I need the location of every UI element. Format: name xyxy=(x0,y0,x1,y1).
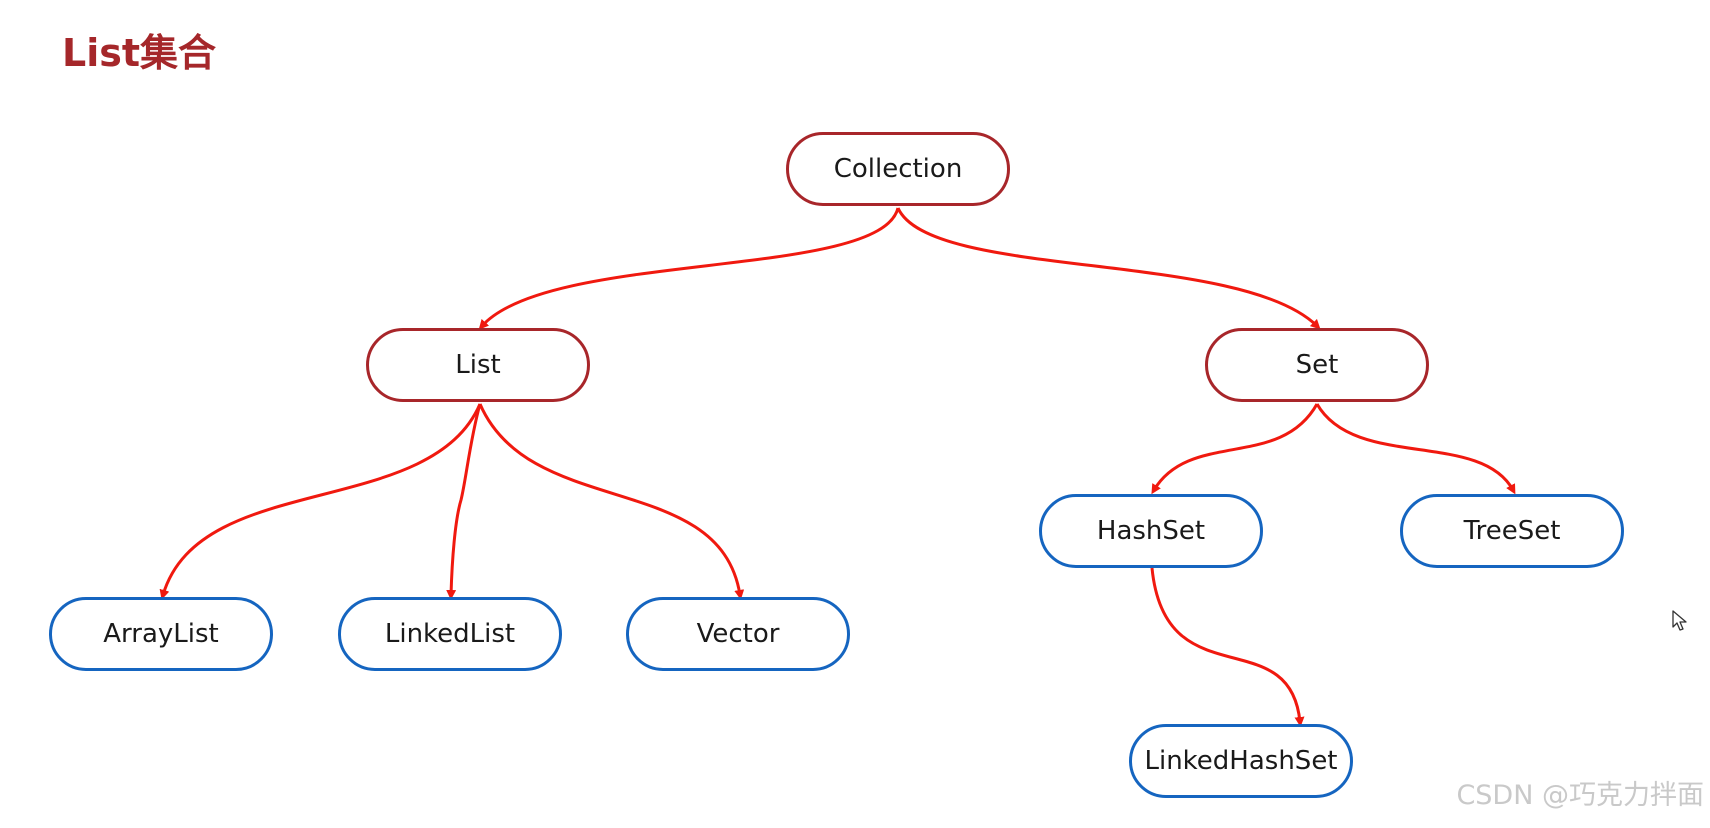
watermark: CSDN @巧克力拌面 xyxy=(1456,780,1704,811)
edge-list-linkedlist xyxy=(446,403,482,600)
node-treeset: TreeSet xyxy=(1400,494,1624,568)
node-vector: Vector xyxy=(626,597,850,671)
edge-list-vector xyxy=(478,403,745,600)
mouse-pointer-icon xyxy=(1672,610,1688,636)
node-set: Set xyxy=(1205,328,1429,402)
edge-collection-set xyxy=(896,207,1321,330)
edge-set-treeset xyxy=(1315,403,1516,495)
edge-list-arraylist xyxy=(159,403,482,600)
edge-set-hashset xyxy=(1151,403,1319,495)
node-linkedlist: LinkedList xyxy=(338,597,562,671)
node-linkedhashset: LinkedHashSet xyxy=(1129,724,1353,798)
node-arraylist: ArrayList xyxy=(49,597,273,671)
node-collection: Collection xyxy=(786,132,1010,206)
edge-collection-list xyxy=(478,207,900,330)
node-list: List xyxy=(366,328,590,402)
node-hashset: HashSet xyxy=(1039,494,1263,568)
page-title: List集合 xyxy=(62,31,217,75)
edge-hashset-linkedhashset xyxy=(1150,567,1305,727)
